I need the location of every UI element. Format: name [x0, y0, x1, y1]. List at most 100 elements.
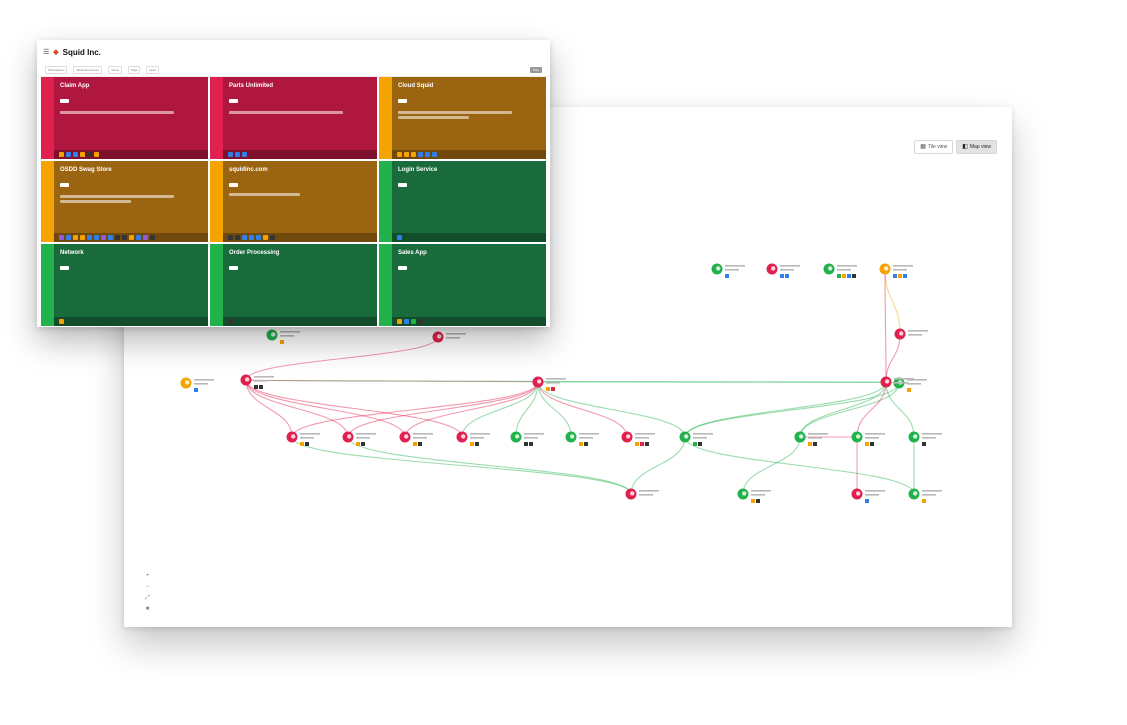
service-node[interactable]: [823, 263, 858, 279]
tag-chip[interactable]: [425, 151, 430, 157]
service-tile[interactable]: Order Processing: [210, 244, 377, 326]
tag-chip[interactable]: [397, 235, 402, 241]
nav-views[interactable]: Views: [107, 66, 122, 74]
node-tag-chip: [300, 442, 304, 446]
nav-apps[interactable]: Apps: [146, 66, 160, 74]
tag-chip[interactable]: [129, 235, 134, 241]
tag-chip[interactable]: [150, 235, 155, 241]
tag-chip[interactable]: [235, 235, 240, 241]
service-node[interactable]: [240, 374, 275, 390]
service-node[interactable]: [880, 376, 915, 388]
tag-chip[interactable]: [263, 235, 268, 241]
dependency-graph-canvas[interactable]: [124, 107, 1012, 627]
tag-chip[interactable]: [411, 318, 416, 324]
tag-chip[interactable]: [87, 235, 92, 241]
service-node[interactable]: [432, 331, 467, 343]
service-tile[interactable]: Parts Unlimited: [210, 77, 377, 159]
tag-chip[interactable]: [228, 235, 233, 241]
tag-chip[interactable]: [115, 235, 120, 241]
service-node[interactable]: [565, 431, 600, 447]
service-node[interactable]: [851, 488, 886, 504]
service-node[interactable]: [625, 488, 660, 500]
menu-icon[interactable]: ☰: [43, 49, 50, 56]
tag-chip[interactable]: [73, 235, 78, 241]
tag-chip[interactable]: [242, 151, 247, 157]
tag-chip[interactable]: [143, 235, 148, 241]
tag-chip[interactable]: [418, 318, 423, 324]
tag-chip[interactable]: [80, 151, 85, 157]
tag-chip[interactable]: [94, 235, 99, 241]
service-node[interactable]: [342, 431, 377, 447]
service-node[interactable]: [266, 329, 301, 345]
tag-chip[interactable]: [66, 235, 71, 241]
service-tile[interactable]: Login Service: [379, 160, 546, 243]
tag-chip[interactable]: [411, 151, 416, 157]
tile-body: Order Processing: [223, 244, 377, 326]
map-view-button[interactable]: ◧ Map view: [956, 140, 997, 154]
dependency-edge: [515, 381, 539, 438]
service-node[interactable]: [286, 431, 321, 447]
tag-chip[interactable]: [87, 151, 92, 157]
service-node[interactable]: [510, 431, 545, 447]
dependency-edge: [245, 379, 463, 438]
node-tag-chip: [361, 442, 365, 446]
tag-chip[interactable]: [59, 318, 64, 324]
zoom-in-button[interactable]: +: [145, 573, 150, 579]
service-tile[interactable]: Cloud Squid: [379, 77, 546, 159]
service-node[interactable]: [766, 263, 801, 279]
tag-chip[interactable]: [59, 151, 64, 157]
service-node[interactable]: [711, 263, 746, 279]
service-tile[interactable]: squidinc.com: [210, 160, 377, 243]
tag-chip[interactable]: [404, 318, 409, 324]
fit-view-button[interactable]: ⤢: [145, 595, 150, 601]
nav-environments[interactable]: All Environments: [73, 66, 102, 74]
node-tag-chip: [579, 442, 583, 446]
service-node[interactable]: [456, 431, 491, 447]
tag-chip[interactable]: [228, 318, 233, 324]
tag-chip[interactable]: [80, 235, 85, 241]
service-node[interactable]: [794, 431, 829, 447]
lock-view-button[interactable]: ■: [145, 606, 150, 612]
service-node[interactable]: [621, 431, 656, 447]
tag-chip[interactable]: [101, 235, 106, 241]
service-node[interactable]: [851, 431, 886, 447]
tag-chip[interactable]: [94, 151, 99, 157]
tag-chip[interactable]: [73, 151, 78, 157]
service-node[interactable]: [908, 431, 943, 447]
tag-chip[interactable]: [418, 151, 423, 157]
tag-chip[interactable]: [242, 235, 247, 241]
tag-chip[interactable]: [404, 151, 409, 157]
service-node[interactable]: [908, 488, 943, 504]
tag-chip[interactable]: [66, 151, 71, 157]
zoom-out-button[interactable]: −: [145, 584, 150, 590]
service-node[interactable]: [737, 488, 772, 504]
tag-chip[interactable]: [122, 235, 127, 241]
tag-chip[interactable]: [59, 235, 64, 241]
service-node[interactable]: [679, 431, 714, 447]
service-tile[interactable]: OSDD Swag Store: [41, 160, 208, 243]
tag-chip[interactable]: [235, 151, 240, 157]
service-node[interactable]: [894, 328, 929, 340]
service-tile[interactable]: Claim App: [41, 77, 208, 159]
tag-chip[interactable]: [108, 235, 113, 241]
node-label-line: [893, 269, 907, 271]
nav-workspaces[interactable]: Workspaces: [45, 66, 68, 74]
service-tile[interactable]: Network: [41, 244, 208, 326]
service-node[interactable]: [879, 263, 914, 279]
service-node[interactable]: [180, 377, 215, 393]
tag-chip[interactable]: [256, 235, 261, 241]
tag-chip[interactable]: [228, 151, 233, 157]
tiles-view-pill[interactable]: Tiles: [529, 67, 542, 73]
service-node[interactable]: [532, 376, 567, 392]
nav-tags[interactable]: Tags: [127, 66, 141, 74]
service-tile[interactable]: Sales App: [379, 244, 546, 326]
tag-chip[interactable]: [136, 235, 141, 241]
tag-chip[interactable]: [270, 235, 275, 241]
tile-view-button[interactable]: ▦ Tile view: [914, 140, 954, 154]
tag-chip[interactable]: [432, 151, 437, 157]
service-node[interactable]: [399, 431, 434, 447]
tag-chip[interactable]: [397, 151, 402, 157]
tag-chip[interactable]: [249, 235, 254, 241]
tag-chip[interactable]: [397, 318, 402, 324]
service-node[interactable]: [893, 377, 928, 393]
